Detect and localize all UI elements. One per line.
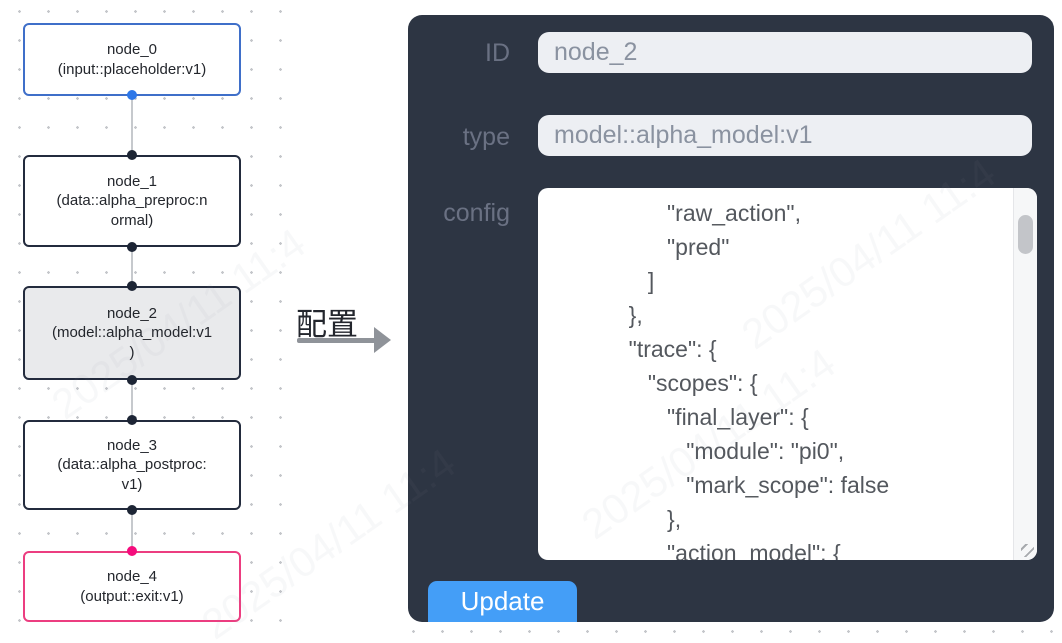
handle-node0-source[interactable]	[127, 90, 137, 100]
config-json-text[interactable]: "raw_action", "pred" ] }, "trace": { "sc…	[628, 200, 890, 560]
config-label: config	[443, 199, 510, 227]
edge-node3-node4	[131, 510, 133, 551]
textarea-resize-grip-icon[interactable]	[1021, 544, 1034, 557]
type-label: type	[462, 123, 510, 151]
handle-node1-source[interactable]	[127, 242, 137, 252]
config-scrollbar-track[interactable]	[1013, 188, 1037, 560]
id-input[interactable]	[538, 32, 1032, 73]
node-node_1[interactable]: node_1 (data::alpha_preproc:n ormal)	[23, 155, 241, 247]
handle-node1-target[interactable]	[127, 150, 137, 160]
update-button[interactable]: Update	[428, 581, 577, 622]
configure-label: 配置	[296, 307, 358, 342]
type-input[interactable]	[538, 115, 1032, 156]
handle-node2-target[interactable]	[127, 281, 137, 291]
arrow-right-icon	[374, 327, 391, 353]
node-config-panel: ID type config "raw_action", "pred" ] },…	[408, 15, 1054, 622]
edge-node2-node3	[131, 380, 133, 420]
handle-node3-source[interactable]	[127, 505, 137, 515]
handle-node4-target[interactable]	[127, 546, 137, 556]
node-node_2-selected[interactable]: node_2 (model::alpha_model:v1 )	[23, 286, 241, 380]
handle-node2-source[interactable]	[127, 375, 137, 385]
edge-node0-node1	[131, 95, 133, 155]
arrow-shaft	[297, 338, 376, 343]
id-label: ID	[485, 39, 510, 67]
handle-node3-target[interactable]	[127, 415, 137, 425]
node-node_0[interactable]: node_0 (input::placeholder:v1)	[23, 23, 241, 96]
node-node_4[interactable]: node_4 (output::exit:v1)	[23, 551, 241, 622]
config-textarea[interactable]: "raw_action", "pred" ] }, "trace": { "sc…	[538, 188, 1037, 560]
node-node_3[interactable]: node_3 (data::alpha_postproc: v1)	[23, 420, 241, 510]
edge-node1-node2	[131, 247, 133, 286]
config-scrollbar-thumb[interactable]	[1018, 215, 1033, 254]
